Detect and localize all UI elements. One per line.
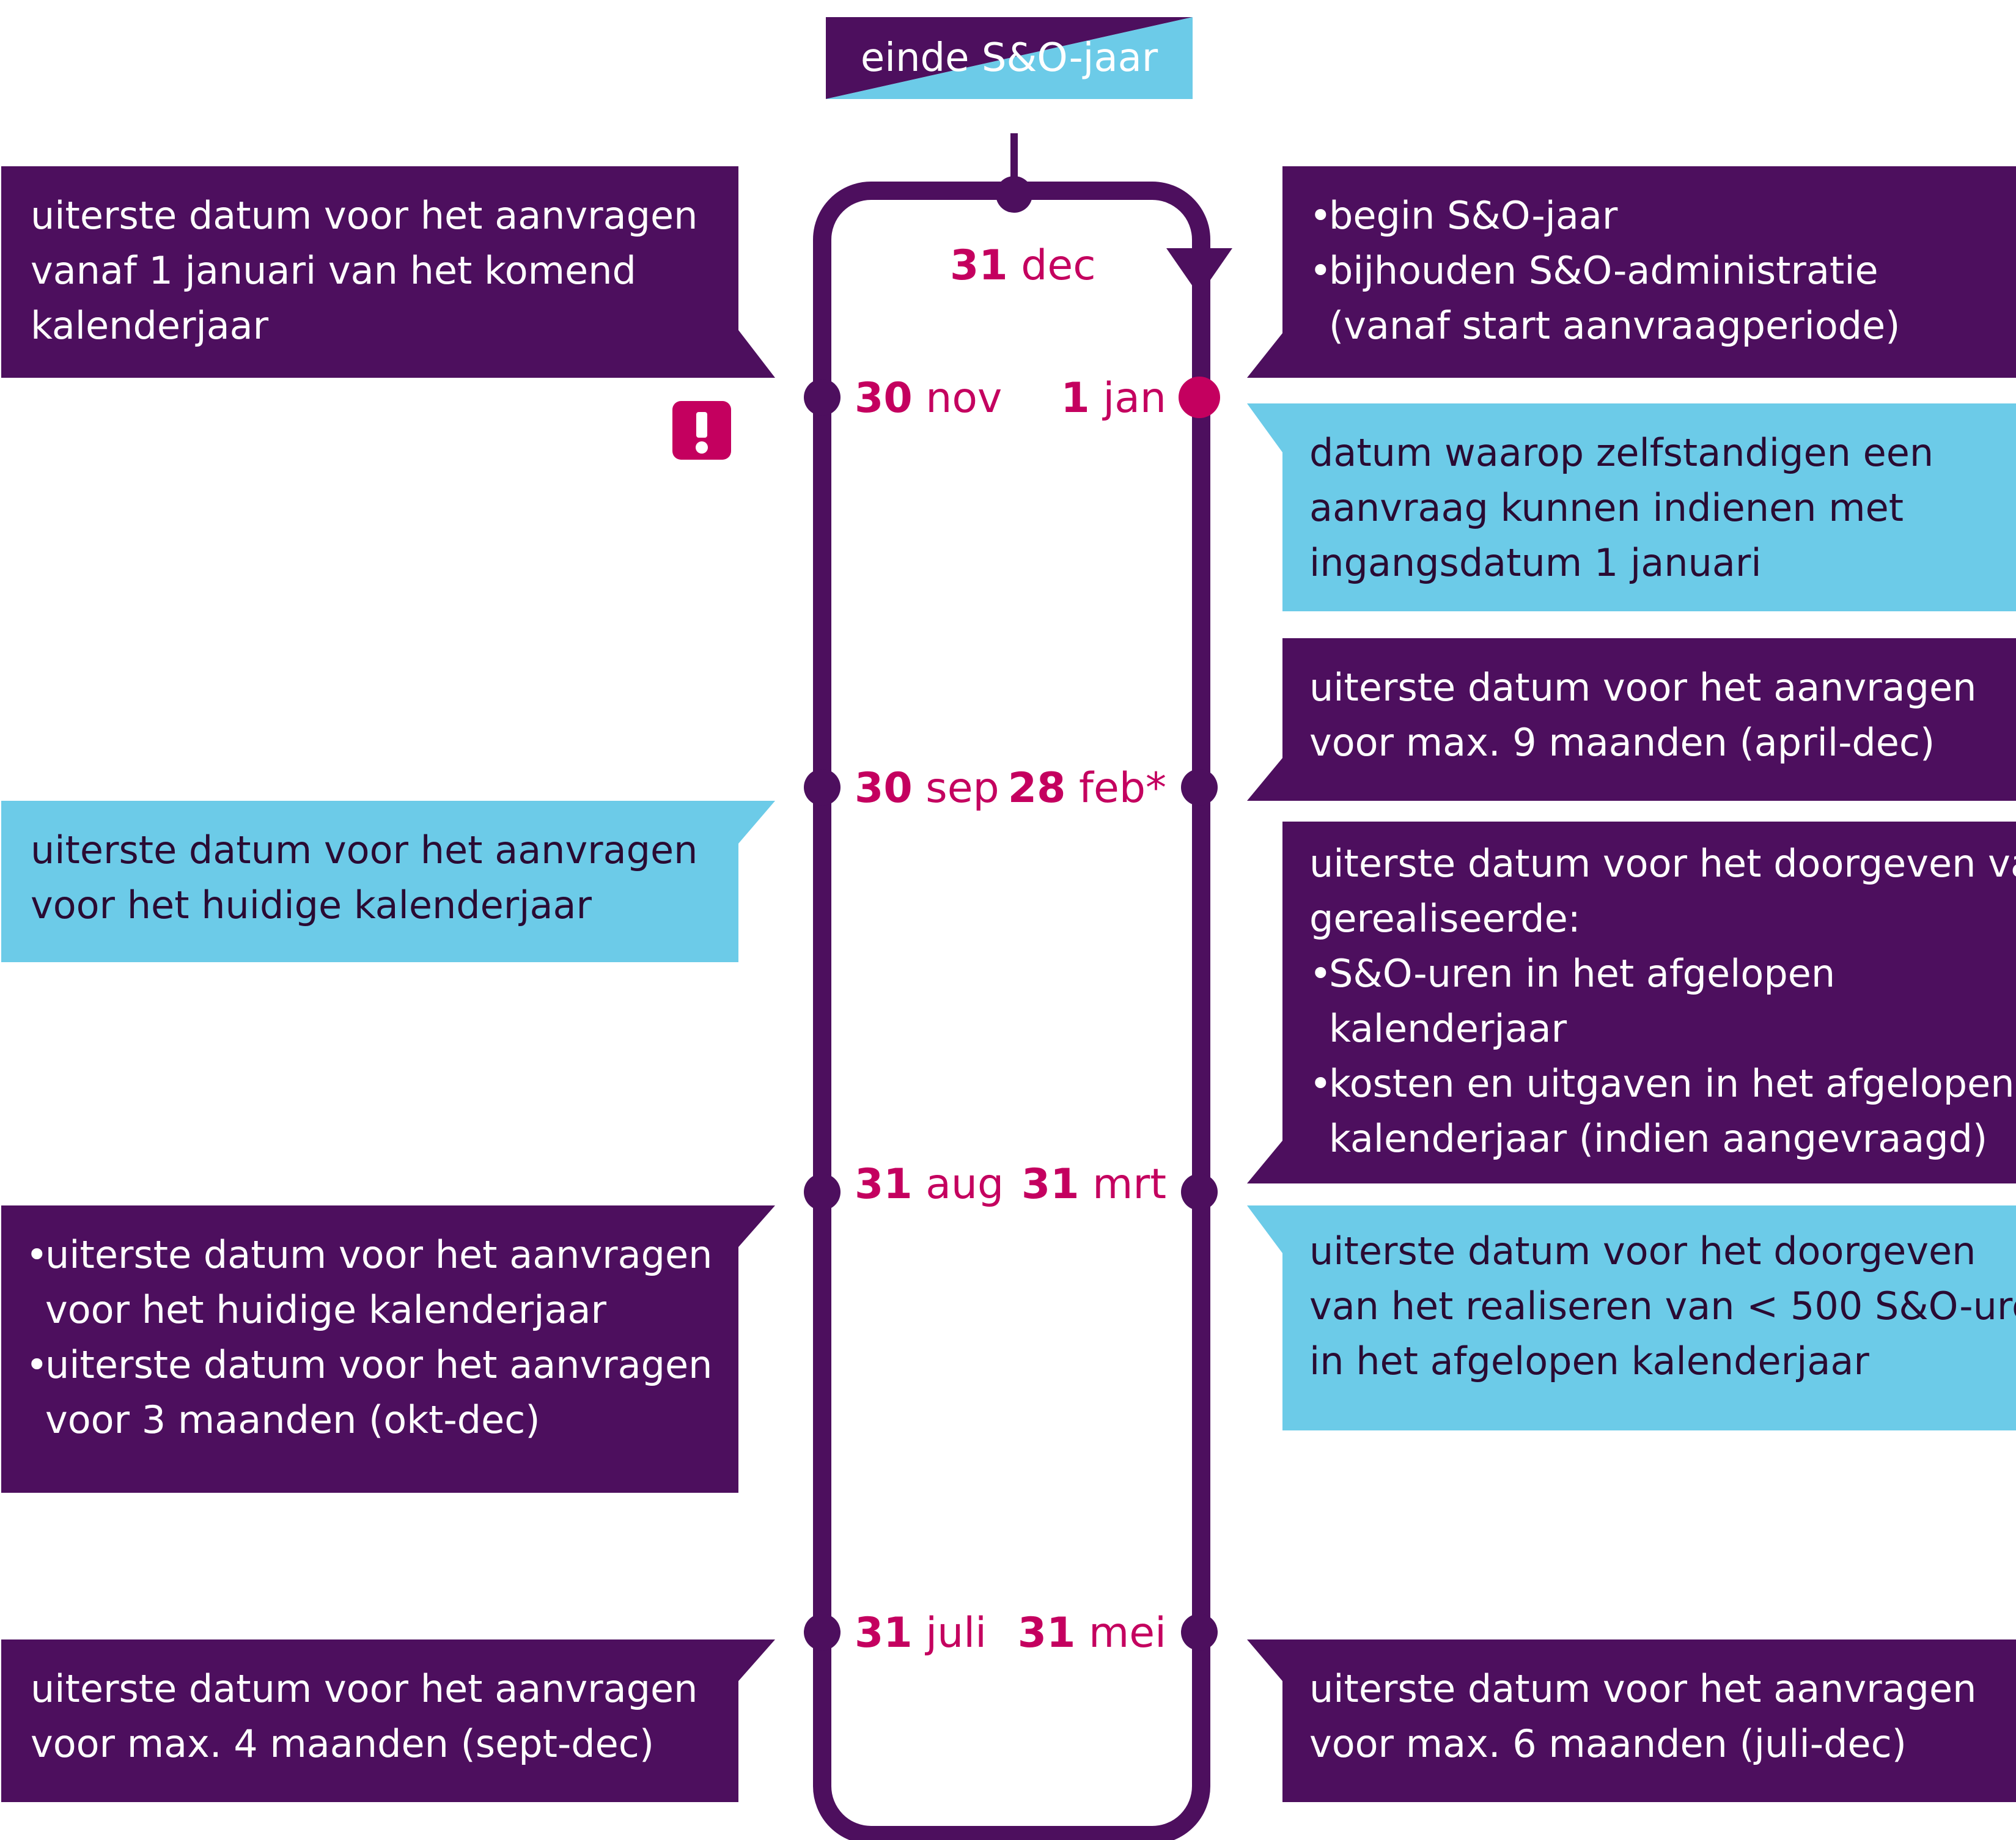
- callout-mrt31-blue-line-1: uiterste datum voor het doorgeven: [1309, 1229, 1976, 1273]
- date-sep30-num: 30: [855, 764, 913, 812]
- date-aug31-num: 31: [855, 1160, 913, 1209]
- callout-mei31-line-2: voor max. 6 maanden (juli-dec): [1309, 1721, 1907, 1766]
- callout-aug31-bullet-2-cont: voor 3 maanden (okt-dec): [45, 1397, 540, 1442]
- callout-sep30: uiterste datum voor het aanvragen voor h…: [1, 801, 738, 962]
- date-feb28: 28 feb*: [978, 764, 1166, 813]
- date-juli31: 31 juli: [855, 1609, 987, 1658]
- callout-aug31-bullet-1-cont: voor het huidige kalenderjaar: [45, 1287, 606, 1332]
- callout-sep30-shape: [1, 801, 775, 962]
- date-aug31: 31 aug: [855, 1160, 1004, 1209]
- callout-feb28-shape: [1247, 638, 2016, 801]
- dot-mei31: [1181, 1614, 1218, 1650]
- date-mrt31-month: mrt: [1092, 1160, 1166, 1209]
- dot-sep30: [804, 769, 841, 806]
- date-jan1-num: 1: [1061, 374, 1090, 422]
- callout-nov30-line-3: kalenderjaar: [31, 303, 269, 348]
- dot-juli31: [804, 1614, 841, 1650]
- callout-mrt31-blue-shape: [1247, 1205, 2016, 1430]
- callout-nov30-line-1: uiterste datum voor het aanvragen: [31, 193, 698, 238]
- callout-jan1: begin S&O-jaar bijhouden S&O-administrat…: [1282, 166, 2016, 378]
- date-jan1: 1 jan: [1002, 374, 1166, 423]
- date-dec31-num: 31: [950, 241, 1008, 290]
- callout-aug31-bullet-2: uiterste datum voor het aanvragen: [26, 1338, 712, 1393]
- dot-dec31: [996, 176, 1032, 213]
- callout-mrt31-bullet-2: kosten en uitgaven in het afgelopen: [1309, 1056, 2015, 1111]
- dot-nov30: [804, 379, 841, 416]
- callout-jan1-bullet-2-cont: (vanaf start aanvraagperiode): [1329, 303, 1900, 348]
- callout-juli31-line-2: voor max. 4 maanden (sept-dec): [31, 1721, 655, 1766]
- callout-mrt31-blue-line-2: van het realiseren van < 500 S&O-uren: [1309, 1284, 2016, 1328]
- callout-mei31: uiterste datum voor het aanvragen voor m…: [1282, 1639, 2016, 1802]
- date-aug31-month: aug: [925, 1160, 1004, 1209]
- callout-juli31-shape: [1, 1639, 775, 1802]
- callout-mrt31-bullet-1-cont: kalenderjaar: [1329, 1006, 1567, 1051]
- callout-juli31-line-1: uiterste datum voor het aanvragen: [31, 1666, 698, 1711]
- callout-mrt31-bullet-2-cont: kalenderjaar (indien aangevraagd): [1329, 1116, 1988, 1161]
- date-mrt31-num: 31: [1021, 1160, 1080, 1209]
- date-mrt31: 31 mrt: [978, 1160, 1166, 1209]
- callout-juli31: uiterste datum voor het aanvragen voor m…: [1, 1639, 738, 1802]
- callout-jan1-bullet-1: begin S&O-jaar: [1309, 188, 1987, 243]
- alert-icon-bar: [696, 412, 707, 438]
- callout-jan1-bullet-2: bijhouden S&O-administratie: [1309, 243, 1987, 298]
- dot-feb28: [1181, 769, 1218, 806]
- callout-mrt31-intro-2: gerealiseerde:: [1309, 896, 1581, 941]
- date-dec31: 31 dec: [950, 241, 1096, 290]
- callout-aug31: uiterste datum voor het aanvragen voor h…: [1, 1205, 738, 1493]
- date-juli31-month: juli: [925, 1609, 987, 1657]
- callout-jan1-blue: datum waarop zelfstandigen een aanvraag …: [1282, 403, 2016, 611]
- callout-sep30-line-2: voor het huidige kalenderjaar: [31, 883, 592, 927]
- top-label-blue-half: [826, 17, 1193, 99]
- callout-aug31-bullet-1: uiterste datum voor het aanvragen: [26, 1227, 712, 1282]
- callout-mei31-line-1: uiterste datum voor het aanvragen: [1309, 1666, 1977, 1711]
- date-dec31-month: dec: [1021, 241, 1096, 290]
- dot-mrt31: [1181, 1174, 1218, 1210]
- date-nov30-month: nov: [925, 374, 1002, 422]
- date-sep30-month: sep: [925, 764, 999, 812]
- date-mei31-month: mei: [1089, 1609, 1166, 1657]
- callout-jan1-blue-shape: [1247, 403, 2016, 611]
- date-jan1-month: jan: [1103, 374, 1166, 422]
- date-juli31-num: 31: [855, 1609, 913, 1657]
- callout-nov30: uiterste datum voor het aanvragen vanaf …: [1, 166, 738, 378]
- date-feb28-num: 28: [1007, 764, 1066, 812]
- dot-aug31: [804, 1174, 841, 1210]
- callout-nov30-line-2: vanaf 1 januari van het komend: [31, 248, 636, 293]
- top-label: einde S&O-jaar: [860, 35, 1158, 81]
- callout-mei31-shape: [1247, 1639, 2016, 1802]
- callout-mrt31: uiterste datum voor het doorgeven van ge…: [1282, 822, 2016, 1183]
- date-mei31: 31 mei: [978, 1609, 1166, 1658]
- callout-sep30-line-1: uiterste datum voor het aanvragen: [31, 828, 698, 872]
- callout-feb28: uiterste datum voor het aanvragen voor m…: [1282, 638, 2016, 801]
- year-track: [813, 182, 1210, 1840]
- date-nov30-num: 30: [855, 374, 913, 422]
- callout-mrt31-blue: uiterste datum voor het doorgeven van he…: [1282, 1205, 2016, 1430]
- date-sep30: 30 sep: [855, 764, 999, 813]
- callout-jan1-blue-line-1: datum waarop zelfstandigen een: [1309, 430, 1934, 475]
- callout-jan1-blue-line-3: ingangsdatum 1 januari: [1309, 540, 1762, 585]
- date-mei31-num: 31: [1017, 1609, 1076, 1657]
- date-feb28-month: feb*: [1079, 764, 1166, 812]
- callout-feb28-line-1: uiterste datum voor het aanvragen: [1309, 665, 1977, 710]
- dot-jan1: [1179, 377, 1220, 418]
- callout-nov30-shape: [1, 166, 775, 378]
- callout-feb28-line-2: voor max. 9 maanden (april-dec): [1309, 720, 1935, 765]
- callout-mrt31-blue-line-3: in het afgelopen kalenderjaar: [1309, 1339, 1869, 1383]
- callout-mrt31-bullet-1: S&O-uren in het afgelopen: [1309, 946, 1987, 1001]
- date-nov30: 30 nov: [855, 374, 1002, 423]
- callout-jan1-blue-line-2: aanvraag kunnen indienen met: [1309, 485, 1904, 530]
- callout-mrt31-intro-1: uiterste datum voor het doorgeven van: [1309, 841, 2016, 886]
- alert-icon-dot: [696, 441, 708, 454]
- direction-arrow-icon: [1166, 248, 1232, 296]
